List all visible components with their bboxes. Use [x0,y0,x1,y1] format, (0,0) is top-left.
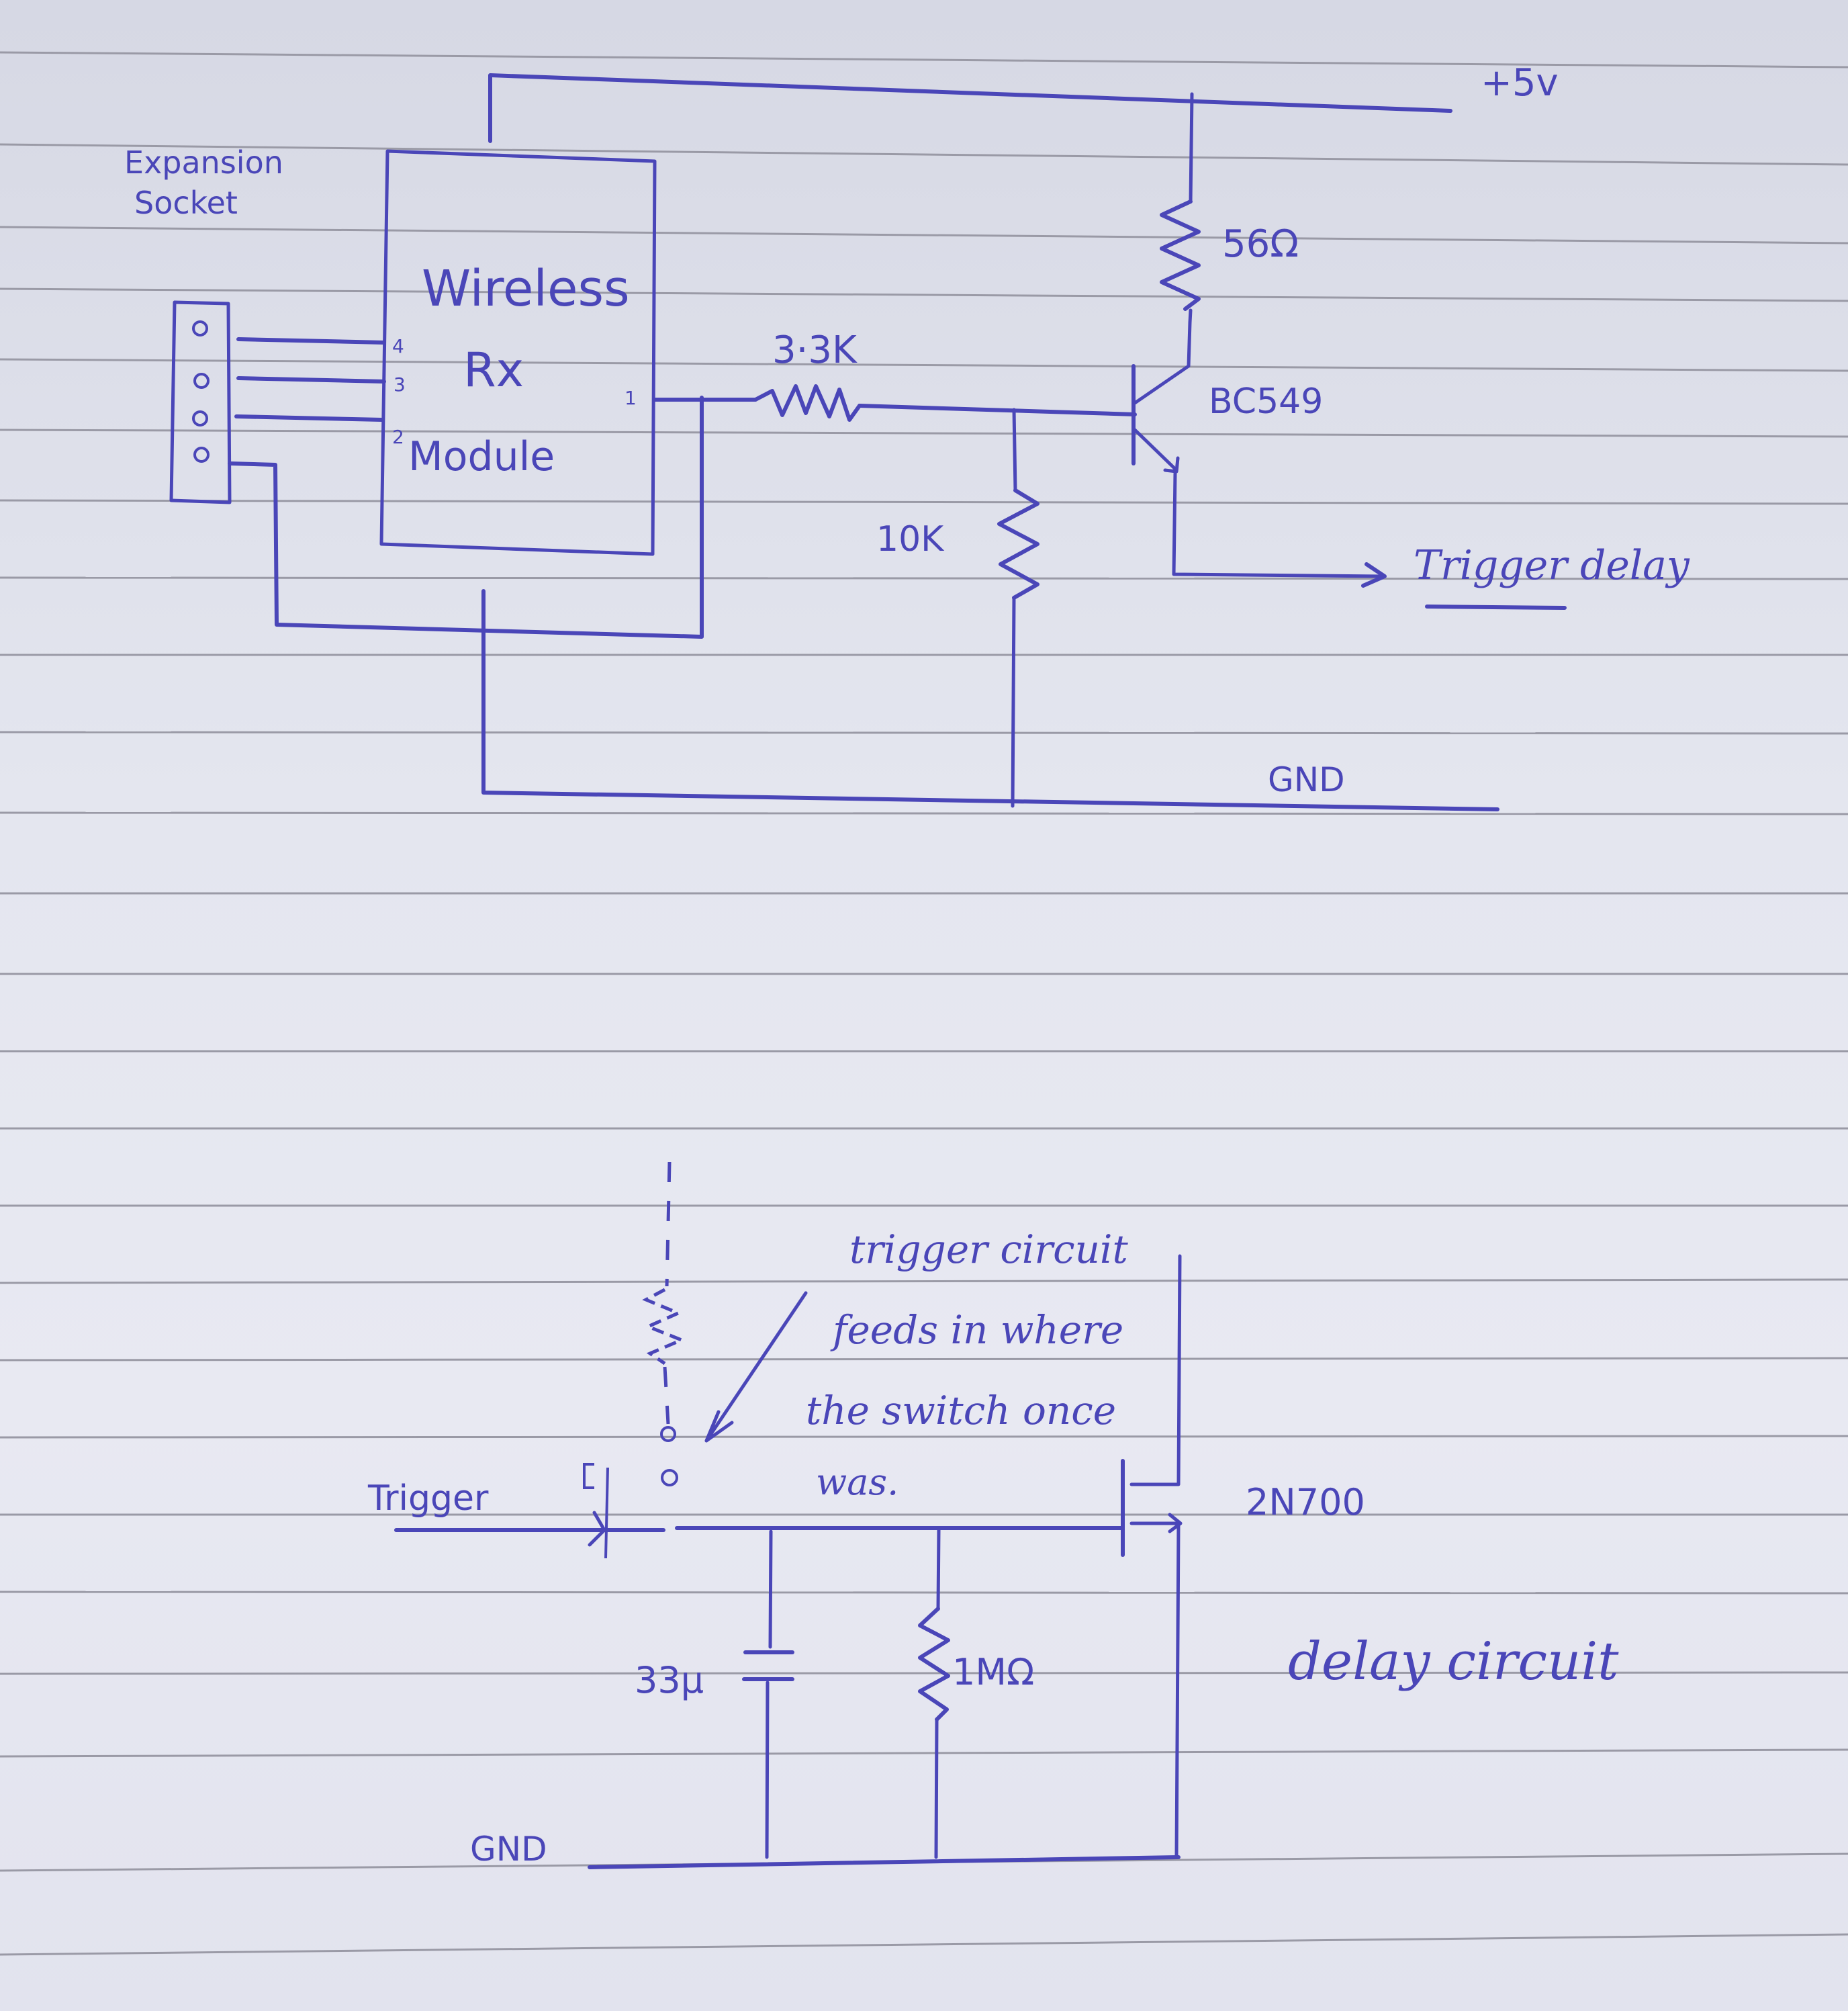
resistor-3k3-label: 3·3K [772,328,858,372]
output-label: Trigger delay [1414,542,1690,589]
wire-node-cap [768,1529,773,1649]
switch-terminal-upper [660,1426,676,1442]
trigger-input-label: Trigger [367,1478,489,1519]
dashed-wire-lower [663,1366,670,1425]
mosfet-drain [1129,1254,1182,1486]
dashed-wire-upper [665,1161,672,1287]
output-arrow [1361,562,1387,588]
module-pin-4: 4 [392,335,404,357]
module-label-line1: Wireless [422,260,630,318]
mosfet-label: 2N700 [1246,1481,1365,1523]
annotation-arrow [704,1291,808,1443]
output-underline [1425,605,1567,610]
annotation-line-4: was. [816,1461,898,1503]
module-label-line2: Rx [463,343,524,398]
mosfet-source-to-gnd [1174,1523,1181,1859]
resistor-10k-label: 10K [876,519,945,560]
wire-cap-gnd [765,1681,770,1859]
resistor-1m [918,1607,950,1722]
wire-output [1172,472,1385,578]
bottom-circuit [394,1161,1183,1869]
socket-label-line2: Socket [134,185,238,221]
wire-56r-collector [1188,308,1193,324]
wire-5v-to-56r [1189,92,1194,204]
socket-pin-3 [192,410,208,427]
module-pin-3: 3 [394,373,406,396]
resistor-3k3 [753,384,862,422]
rx-module-box [379,149,657,556]
resistor-10k [997,488,1040,600]
resistor-56r [1160,199,1201,311]
wire-1m-gnd [934,1717,939,1859]
wire-pin2 [234,414,385,422]
trigger-jack-symbol [583,1463,609,1559]
delay-circuit-title: delay circuit [1288,1632,1619,1692]
ruled-lines [0,51,1848,1956]
wire-10k-gnd [1011,596,1016,808]
wire-base [858,404,1137,416]
resistor-56r-label: 56Ω [1222,222,1299,266]
module-pin-2: 2 [392,426,404,448]
socket-pin-2 [193,373,210,389]
resistor-1m-label: 1MΩ [952,1651,1034,1693]
wire-socket-gnd [228,396,704,639]
socket-label-line1: Expansion [124,144,283,181]
annotation-line-1: trigger circuit [849,1226,1128,1272]
annotation-line-2: feeds in where [830,1307,1123,1353]
capacitor-label: 33µ [635,1659,704,1701]
ground-label-bottom: GND [470,1830,547,1869]
wire-pin3 [236,376,386,384]
bc549-emitter-arrow [1163,456,1180,474]
trigger-arrow [575,1511,606,1547]
power-rail-label: +5v [1481,61,1559,105]
annotation-line-3: the switch once [806,1388,1116,1433]
dashed-resistor [642,1288,686,1366]
socket-pin-4 [193,447,210,463]
switch-terminal-lower [661,1469,678,1486]
top-circuit [169,73,1567,811]
mosfet-arrow [1168,1513,1183,1533]
wire-pin4 [236,337,386,345]
bc549-collector [1133,320,1192,405]
power-rail-5v [488,73,1452,143]
module-label-line3: Module [408,433,555,480]
bc549-emitter [1133,428,1179,472]
transistor-label: BC549 [1209,382,1323,422]
module-pin-1: 1 [625,387,637,409]
ground-rail-bottom [588,1855,1181,1869]
ground-rail-top [481,589,1499,811]
socket-pin-1 [192,320,208,337]
wire-node-10k [1012,408,1017,492]
ground-label-top: GND [1268,760,1345,799]
expansion-socket-box [169,300,232,504]
wire-node-1m [936,1528,941,1611]
